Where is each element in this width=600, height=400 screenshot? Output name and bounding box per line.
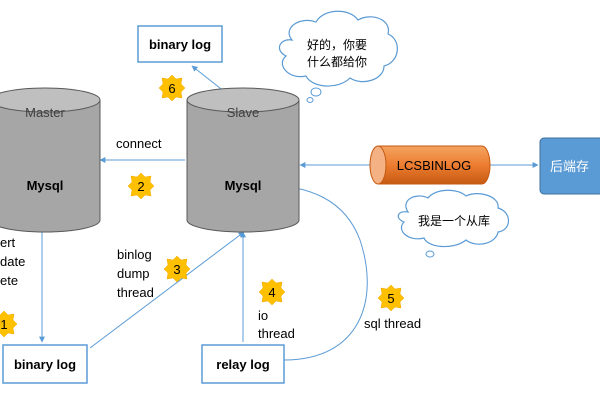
cloud-bottom-text: 我是一个从库	[418, 213, 490, 228]
sql-thread-label: sql thread	[364, 316, 421, 331]
relay-log-label: relay log	[216, 357, 270, 372]
slave-cylinder: Slave Mysql	[186, 87, 300, 233]
backend-storage-box: 后端存	[539, 137, 600, 195]
binary-log-bottom-label: binary log	[14, 357, 76, 372]
connectors	[39, 65, 539, 361]
step-2-number: 2	[137, 179, 144, 194]
lcsbinlog-label: LCSBINLOG	[397, 158, 471, 173]
cloud-top: 好的，你要 什么都给你	[278, 10, 398, 103]
cloud-top-line-2: 什么都给你	[307, 55, 367, 69]
step-badge-1: 1	[0, 310, 18, 338]
master-cylinder: Master Mysql	[0, 87, 101, 233]
io-thread-label: io thread	[258, 308, 295, 341]
binlog-dump-thread-label: binlog dump thread	[117, 247, 154, 300]
connect-label: connect	[116, 136, 162, 151]
binary-log-top-box: binary log	[137, 25, 223, 63]
cloud-top-line-1: 好的，你要	[307, 37, 367, 52]
master-op-insert: ert	[0, 235, 16, 250]
binlog-dump-line-3: thread	[117, 285, 154, 300]
binary-log-top-label: binary log	[149, 37, 211, 52]
step-5-number: 5	[387, 291, 394, 306]
binlog-dump-arrow	[89, 231, 245, 349]
master-db-label: Mysql	[27, 178, 64, 193]
cloud-bottom: 我是一个从库	[397, 189, 510, 258]
sql-thread-arrow	[261, 182, 368, 361]
binary-log-bottom-box: binary log	[2, 344, 88, 384]
step-badge-2: 2	[127, 172, 155, 200]
step-badge-5: 5	[377, 284, 405, 312]
slave-label: Slave	[227, 105, 260, 120]
binlog-dump-line-2: dump	[117, 266, 150, 281]
relay-log-box: relay log	[201, 344, 285, 384]
step-1-number: 1	[0, 317, 7, 332]
step-badge-6: 6	[158, 74, 186, 102]
lcsbinlog-cylinder: LCSBINLOG	[369, 145, 491, 185]
step-badge-3: 3	[163, 255, 191, 283]
step-3-number: 3	[173, 262, 180, 277]
master-op-delete: ete	[0, 273, 18, 288]
io-thread-line-2: thread	[258, 326, 295, 341]
master-operations: ert date ete	[0, 235, 25, 288]
slave-db-label: Mysql	[225, 178, 262, 193]
step-6-number: 6	[168, 81, 175, 96]
binlog-dump-line-1: binlog	[117, 247, 152, 262]
master-label: Master	[25, 105, 65, 120]
step-badge-4: 4	[258, 278, 286, 306]
master-op-update: date	[0, 254, 25, 269]
io-thread-line-1: io	[258, 308, 268, 323]
slave-to-top-binlog-arrow	[191, 65, 226, 93]
step-4-number: 4	[268, 285, 275, 300]
backend-storage-label: 后端存	[550, 160, 589, 175]
